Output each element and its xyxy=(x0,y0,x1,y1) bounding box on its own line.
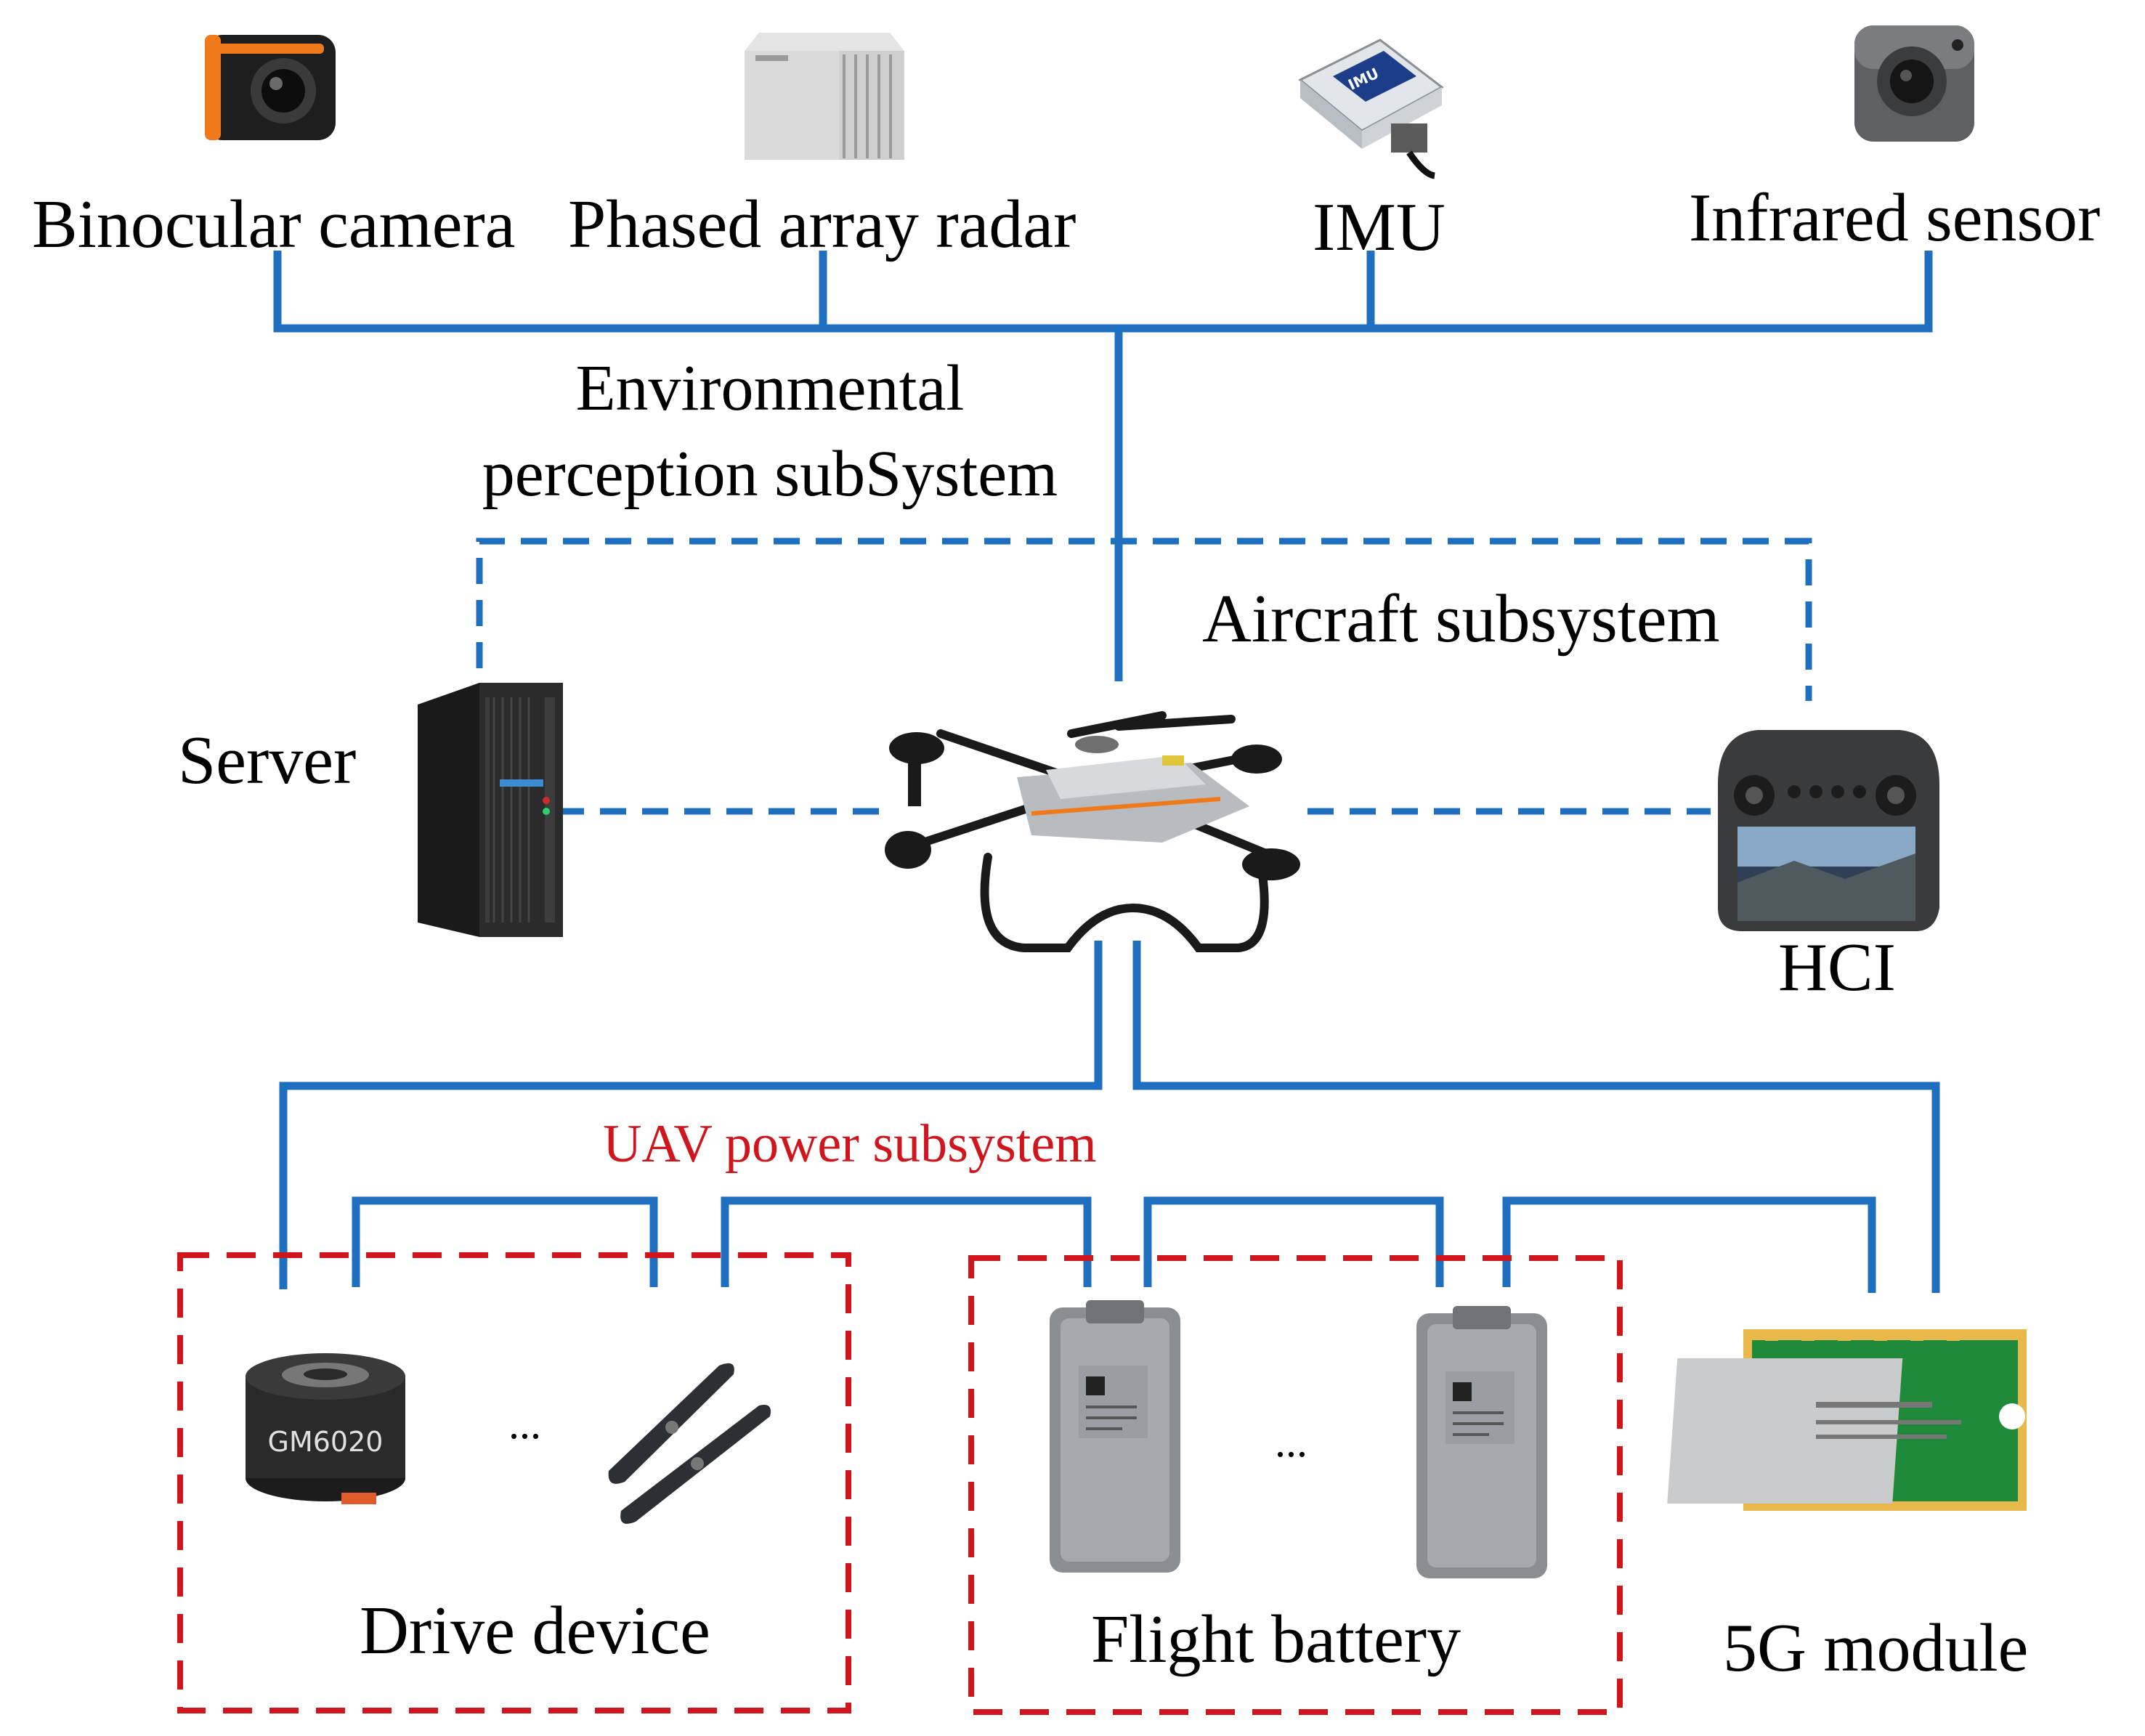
battery-ellipsis: ... xyxy=(1275,1418,1307,1466)
hci-icon xyxy=(1718,730,1939,931)
drone-icon xyxy=(885,711,1300,952)
propeller-icon xyxy=(608,1363,771,1524)
sensor-bus xyxy=(273,251,1933,681)
flight-battery-icon xyxy=(1050,1300,1180,1573)
sensor-label-binocular-camera: Binocular camera xyxy=(32,187,516,262)
hci-label: HCI xyxy=(1778,930,1896,1005)
power-boxes xyxy=(177,1252,1623,1715)
sensor-label-phased-array-radar: Phased array radar xyxy=(568,187,1076,262)
imu-icon: IMU xyxy=(1298,38,1444,179)
flight-battery-icon xyxy=(1416,1306,1547,1578)
drive-device-label: Drive device xyxy=(360,1593,710,1668)
aircraft-subsystem-label: Aircraft subsystem xyxy=(1202,581,1720,657)
phased-array-radar-icon xyxy=(745,33,904,160)
environmental-subsystem-label-line1: Environmental xyxy=(575,352,965,424)
motor-device-text: GM6020 xyxy=(268,1426,384,1458)
flight-battery-label: Flight battery xyxy=(1091,1602,1461,1677)
aircraft-links xyxy=(476,538,1812,815)
power-subsystem-label: UAV power subsystem xyxy=(603,1114,1097,1174)
infrared-sensor-icon xyxy=(1854,25,1974,142)
module-5g-icon xyxy=(1667,1329,2027,1511)
binocular-camera-icon xyxy=(205,35,336,140)
drive-device-box xyxy=(177,1252,851,1713)
environmental-subsystem-label-line2: perception subSystem xyxy=(482,438,1058,510)
server-label: Server xyxy=(178,723,357,798)
sensor-label-infrared-sensor: Infrared sensor xyxy=(1689,180,2101,256)
drive-ellipsis: ... xyxy=(508,1400,541,1448)
flight-battery-box xyxy=(968,1255,1623,1715)
server-icon xyxy=(418,683,563,937)
module-5g-label: 5G module xyxy=(1723,1610,2029,1686)
sensor-label-imu: IMU xyxy=(1313,190,1445,265)
power-bus xyxy=(279,941,1940,1293)
motor-gm6020-icon: GM6020 xyxy=(246,1353,405,1504)
